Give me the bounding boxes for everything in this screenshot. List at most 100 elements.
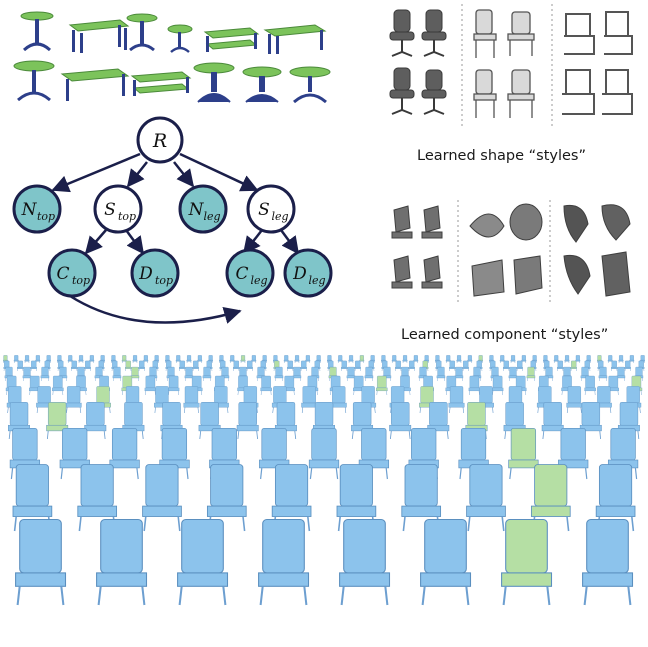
- generated-chair: [454, 366, 464, 382]
- generated-chair: [436, 366, 446, 382]
- edge-Ctop-Cleg: [69, 294, 242, 324]
- generated-chair: [206, 464, 247, 532]
- generated-chair: [584, 375, 596, 396]
- node-S-leg: S leg: [246, 184, 296, 234]
- generated-chair: [301, 386, 318, 414]
- generated-tables-panel: [13, 11, 331, 104]
- generated-chair: [246, 360, 253, 372]
- generated-chair: [52, 375, 64, 396]
- node-N-top-base: N: [21, 200, 38, 220]
- edge-R-Stop: [126, 161, 148, 188]
- node-N-leg-sub: leg: [203, 210, 220, 223]
- generated-chair: [395, 360, 402, 372]
- generated-chair: [597, 355, 602, 364]
- generated-chair: [259, 427, 290, 480]
- generated-chair: [364, 366, 374, 382]
- generated-chair: [346, 366, 356, 382]
- generated-chair: [94, 366, 104, 382]
- generated-chair: [17, 360, 24, 372]
- shape-styles-panel: [389, 4, 633, 126]
- edge-R-Nleg: [173, 161, 195, 188]
- generated-chair: [229, 355, 235, 364]
- generated-chair: [466, 464, 506, 532]
- table-pedestal-2: [126, 13, 158, 52]
- generated-chair: [240, 355, 246, 364]
- generated-chair: [58, 366, 68, 382]
- node-C-top: C top: [47, 248, 97, 298]
- generated-chair: [376, 375, 388, 396]
- generated-chair: [467, 355, 473, 364]
- generated-chair: [570, 360, 577, 372]
- generated-chair: [389, 402, 412, 440]
- node-D-leg-sub: leg: [308, 274, 325, 287]
- generated-chair: [370, 355, 375, 364]
- generated-chair: [624, 360, 631, 372]
- generated-chair: [566, 386, 583, 414]
- generated-chair: [510, 355, 516, 364]
- generated-chair: [208, 355, 213, 364]
- generated-chair: [84, 360, 91, 372]
- generated-chair: [341, 360, 348, 372]
- generated-chair: [402, 355, 408, 364]
- node-C-top-base: C: [56, 264, 69, 284]
- gray-office-chair-4: [421, 69, 447, 115]
- component-seat-1: [469, 213, 505, 238]
- table-coffee: [130, 71, 192, 96]
- node-C-leg-base: C: [235, 264, 248, 284]
- component-armrest-4: [421, 255, 443, 289]
- generated-chair: [167, 375, 180, 396]
- generated-chair: [611, 360, 618, 372]
- component-armrest-2: [421, 205, 443, 239]
- generated-chair: [40, 366, 50, 382]
- node-D-top-base: D: [138, 264, 153, 284]
- generated-chair: [408, 360, 415, 372]
- generated-chair: [418, 366, 428, 382]
- table-pedestal-5: [242, 66, 282, 103]
- generated-chair: [59, 427, 90, 480]
- generated-chair: [607, 375, 619, 396]
- generated-chair: [186, 355, 192, 364]
- shape-styles-caption: Learned shape “styles”: [417, 148, 586, 164]
- generated-chair: [132, 355, 138, 364]
- generated-chair: [179, 360, 186, 372]
- generated-chair: [183, 386, 200, 414]
- edge-R-Sleg: [179, 152, 259, 192]
- generated-chair: [399, 375, 411, 396]
- generated-chair: [616, 366, 626, 382]
- generated-chair: [22, 366, 32, 382]
- generated-chair: [456, 355, 462, 364]
- generated-chair: [448, 386, 465, 414]
- node-R: R: [136, 116, 184, 164]
- edge-Stop-Ctop: [84, 229, 107, 255]
- generated-chair: [401, 464, 442, 532]
- generated-chair: [292, 366, 302, 382]
- edge-R-Ntop: [51, 152, 141, 193]
- generated-chair: [67, 355, 73, 364]
- node-S-top: S top: [93, 184, 143, 234]
- node-N-leg: N leg: [178, 184, 228, 234]
- generated-chair: [358, 427, 390, 480]
- gray-frame-chair-1: [564, 13, 595, 55]
- generated-chairs-panel: [3, 355, 645, 606]
- node-D-leg-base: D: [292, 264, 307, 284]
- generated-chair: [96, 518, 148, 606]
- generated-chair: [330, 386, 347, 414]
- edge-Sleg-Dleg: [279, 229, 300, 255]
- generated-chair: [130, 366, 140, 382]
- generated-chair: [503, 360, 510, 372]
- generated-chair: [142, 464, 182, 532]
- generated-chair: [143, 355, 149, 364]
- node-C-leg: C leg: [225, 248, 275, 298]
- table-pedestal-4: [193, 62, 235, 103]
- gray-frame-chair-3: [562, 69, 595, 115]
- generated-chair: [144, 375, 157, 396]
- generated-chair: [100, 355, 105, 364]
- generated-chair: [78, 355, 84, 364]
- table-pedestal-3: [13, 60, 55, 102]
- table-pedestal-6: [289, 66, 331, 104]
- table-small-round: [167, 24, 193, 53]
- component-seat-3: [471, 259, 505, 297]
- gray-frame-chair-4: [602, 69, 633, 115]
- generated-chair: [618, 355, 624, 364]
- table-shelf: [203, 27, 260, 52]
